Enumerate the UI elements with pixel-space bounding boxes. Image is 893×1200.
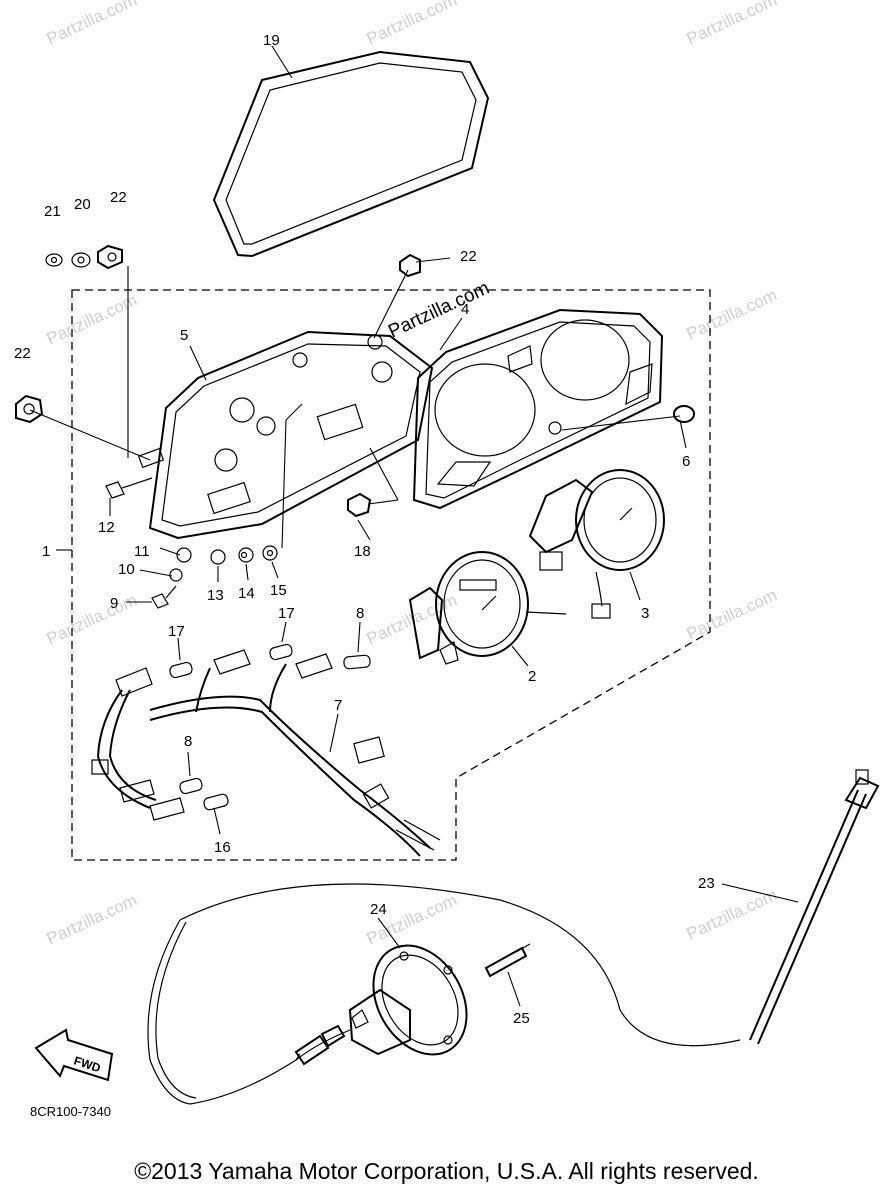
callout-8: 8: [184, 733, 192, 750]
callout-layer: 19 21 20 22 22 22 5 4 6 1 12 11 10 9 18 …: [14, 32, 715, 1027]
meter-panel-part-4: [412, 308, 664, 510]
callout-3: 3: [641, 605, 649, 622]
fasteners: [105, 447, 372, 609]
watermark-dark: Partzilla.com: [385, 278, 492, 343]
callout-6: 6: [682, 453, 690, 470]
gear-unit-part-24: [348, 944, 468, 1056]
harness-part-7: [91, 643, 441, 857]
callout-23: 23: [698, 875, 715, 892]
callout-5: 5: [180, 327, 188, 344]
watermark: Partzilla.com: [684, 285, 780, 343]
callout-12: 12: [98, 519, 115, 536]
callout-22: 22: [110, 189, 127, 206]
callout-1: 1: [42, 543, 50, 560]
callout-24: 24: [370, 901, 387, 918]
reference-code: 8CR100-7340: [30, 1104, 111, 1119]
meter-case-part-5: [148, 330, 434, 540]
fwd-arrow-icon: FWD: [34, 1028, 114, 1082]
callout-10: 10: [118, 561, 135, 578]
watermark: Partzilla.com: [364, 0, 460, 49]
callout-11: 11: [134, 543, 150, 560]
callout-22: 22: [14, 345, 31, 362]
callout-17: 17: [168, 623, 185, 640]
leader-lines: [29, 45, 799, 1007]
callout-7: 7: [334, 697, 342, 714]
watermark: Partzilla.com: [44, 590, 140, 648]
callout-19: 19: [263, 32, 280, 49]
callout-13: 13: [207, 587, 224, 604]
callout-15: 15: [270, 582, 287, 599]
watermark: Partzilla.com: [684, 585, 780, 643]
callout-4: 4: [461, 301, 469, 318]
watermark: Partzilla.com: [44, 0, 140, 49]
callout-9: 9: [110, 595, 118, 612]
fwd-label: FWD: [72, 1054, 103, 1076]
watermark: Partzilla.com: [364, 890, 460, 948]
assembly-boundary: [71, 289, 711, 861]
watermark: Partzilla.com: [44, 890, 140, 948]
callout-20: 20: [74, 196, 91, 213]
gauge-part-2: [408, 551, 567, 665]
callout-18: 18: [354, 543, 371, 560]
watermark: Partzilla.com: [684, 0, 780, 49]
cable-part-23: [147, 769, 880, 1105]
pin-part-25: [484, 943, 531, 978]
gauge-part-3: [528, 469, 665, 619]
callout-16: 16: [214, 839, 231, 856]
watermark-layer: Partzilla.com Partzilla.com Partzilla.co…: [44, 0, 780, 949]
gasket-part-19: [212, 50, 490, 258]
small-parts-top-left: [15, 244, 421, 424]
callout-21: 21: [44, 203, 61, 220]
callout-8: 8: [356, 605, 364, 622]
watermark: Partzilla.com: [44, 290, 140, 348]
copyright-notice: ©2013 Yamaha Motor Corporation, U.S.A. A…: [134, 1158, 759, 1184]
callout-22: 22: [460, 248, 477, 265]
callout-25: 25: [513, 1010, 530, 1027]
callout-17: 17: [278, 605, 295, 622]
callout-2: 2: [528, 668, 536, 685]
rubber-part-6: [673, 405, 695, 423]
callout-14: 14: [238, 585, 255, 602]
